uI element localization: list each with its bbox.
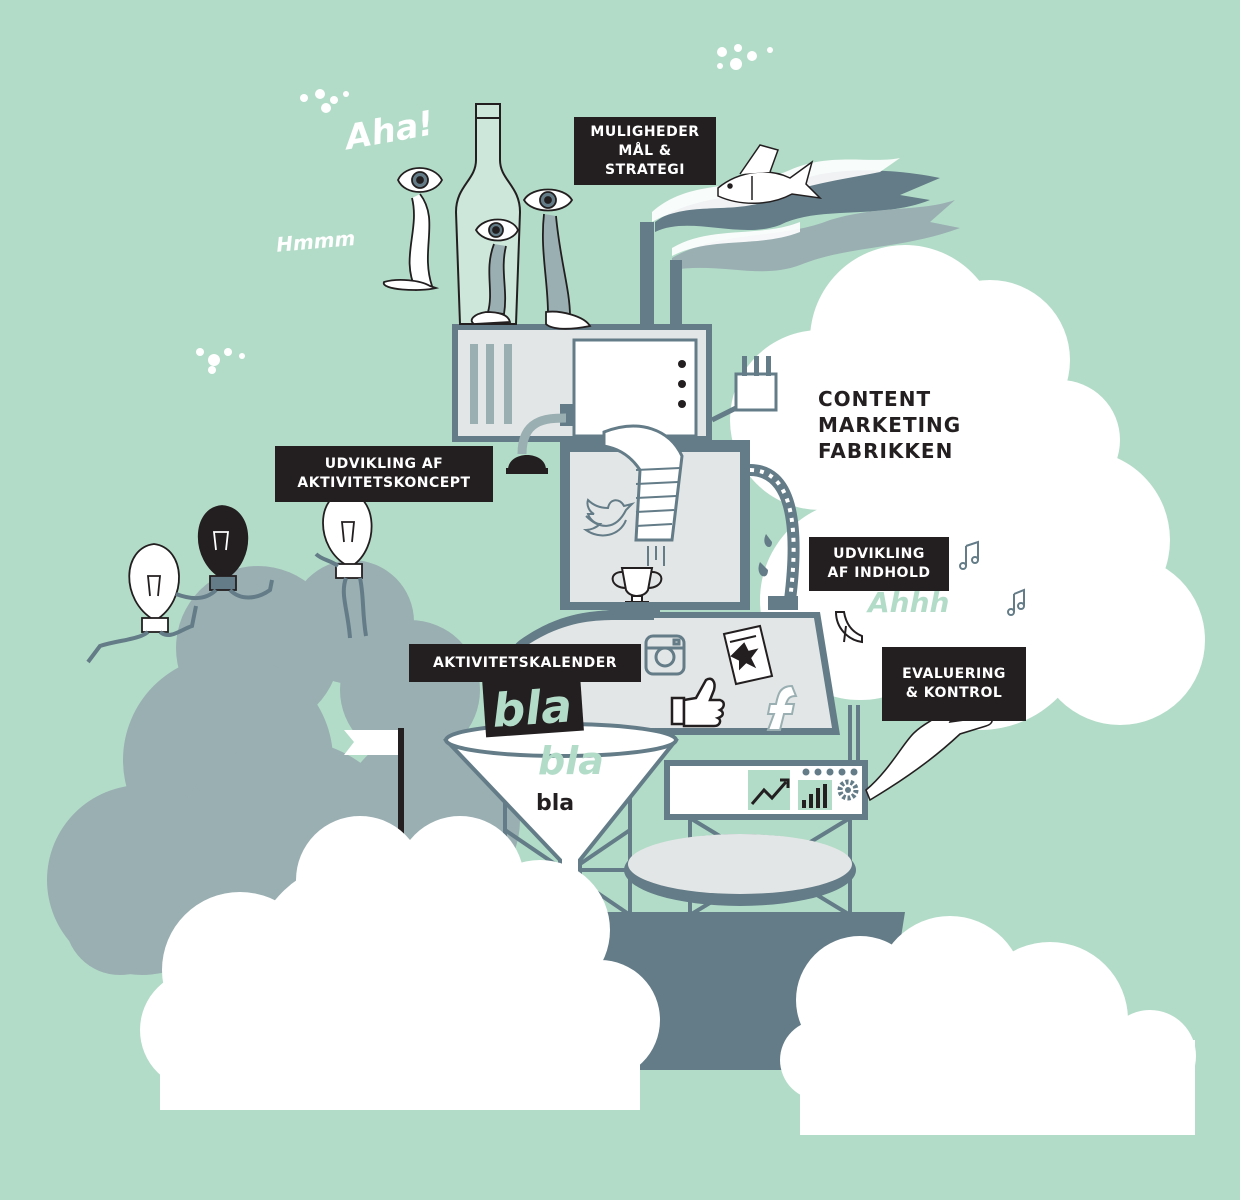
plug-icon xyxy=(710,356,778,423)
dish xyxy=(624,834,856,906)
trend-chart-icon xyxy=(750,781,788,805)
hand-icon xyxy=(865,702,994,802)
label-content-development: UDVIKLING AF INDHOLD xyxy=(809,537,949,591)
label-line: MÅL & xyxy=(618,142,672,159)
control-panel xyxy=(664,760,868,820)
exclamation-ahhh: Ahhh xyxy=(866,586,949,619)
music-note-icon xyxy=(959,540,1025,616)
chimney xyxy=(670,260,682,326)
title-line: MARKETING xyxy=(818,413,962,437)
newspaper-icon xyxy=(722,624,774,686)
middle-machine xyxy=(560,424,800,610)
bla-word-small: bla xyxy=(536,791,574,816)
chimney xyxy=(640,222,654,326)
high-heel-icon xyxy=(834,611,863,644)
label-line: STRATEGI xyxy=(605,161,685,178)
eye-icon xyxy=(383,167,592,330)
instagram-icon xyxy=(644,634,686,676)
label-line: AF INDHOLD xyxy=(827,565,931,581)
fish-icon xyxy=(717,144,823,204)
bottle-icon xyxy=(454,103,522,325)
exclamation-hmmm: Hmmm xyxy=(275,226,356,257)
flag-icon xyxy=(344,728,404,838)
label-evaluation-control: EVALUERING & KONTROL xyxy=(882,647,1026,721)
white-cloud-bottom-left xyxy=(140,816,660,1110)
confetti-dots xyxy=(196,44,773,374)
lightbulb-icon xyxy=(86,491,373,664)
bar-chart-icon xyxy=(802,784,827,808)
title-line: CONTENT xyxy=(818,387,932,411)
exclamation-aha: Aha! xyxy=(339,103,437,158)
upper-machine xyxy=(452,324,712,474)
label-line: & KONTROL xyxy=(905,685,1003,701)
label-line: UDVIKLING xyxy=(833,546,925,562)
twitter-icon xyxy=(582,498,636,537)
facebook-icon xyxy=(766,684,798,731)
bla-word-medium: bla xyxy=(538,739,604,783)
title-line: FABRIKKEN xyxy=(818,439,954,463)
label-mission-strategy: MULIGHEDER MÅL & STRATEGI xyxy=(574,117,716,185)
label-line: AKTIVITETSKALENDER xyxy=(432,654,618,671)
label-line: EVALUERING xyxy=(902,666,1006,682)
white-cloud-bottom-right xyxy=(780,916,1196,1135)
bla-word-large: bla xyxy=(490,678,573,737)
label-activity-calendar: AKTIVITETSKALENDER xyxy=(409,644,641,682)
label-line: UDVIKLING AF xyxy=(324,456,444,472)
label-line: MULIGHEDER xyxy=(590,123,700,140)
funnel-words: bla bla bla xyxy=(482,672,604,816)
thumbs-up-icon xyxy=(670,677,725,728)
label-concept-development: UDVIKLING AF AKTIVITETSKONCEPT xyxy=(275,446,493,502)
label-line: AKTIVITETSKONCEPT xyxy=(297,475,471,491)
factory-title: CONTENT MARKETING FABRIKKEN xyxy=(818,386,961,464)
gear-icon xyxy=(837,779,859,801)
